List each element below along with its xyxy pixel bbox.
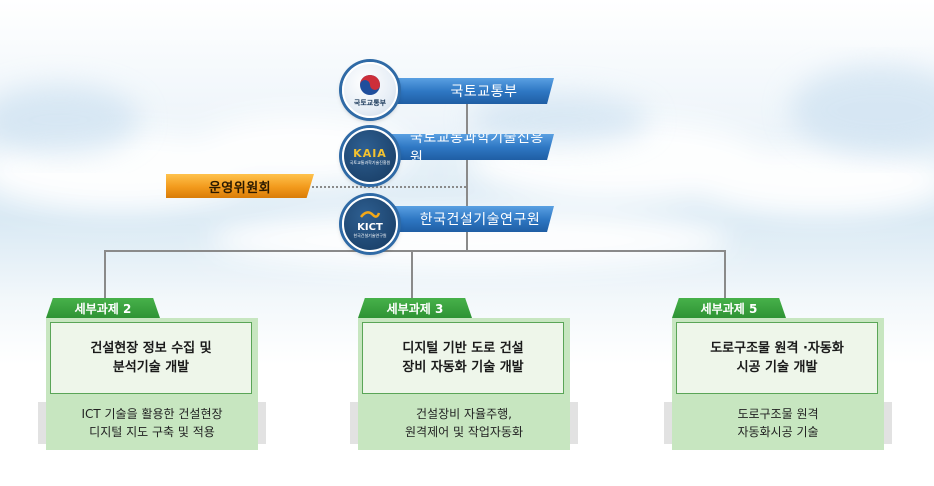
- agency-banner: 국토교통과학기술진흥원: [380, 134, 554, 160]
- taegeuk-icon: [360, 74, 380, 95]
- task-tab-3: 세부과제 5: [672, 298, 786, 318]
- ministry-label: 국토교통부: [450, 84, 518, 100]
- task-desc-1: ICT 기술을 활용한 건설현장 디지털 지도 구축 및 적용: [46, 402, 258, 444]
- connector-task-1: [104, 250, 106, 298]
- ministry-logo-text: 국토교통부: [353, 98, 387, 107]
- institute-logo-text: KICT: [357, 222, 383, 233]
- connector-task-3: [724, 250, 726, 298]
- task-title-1: 건설현장 정보 수집 및 분석기술 개발: [50, 322, 252, 394]
- agency-logo-subtext: 국토교통과학기술진흥원: [349, 160, 391, 165]
- connector-vertical-main: [466, 96, 468, 252]
- task-title-2: 디지털 기반 도로 건설 장비 자동화 기술 개발: [362, 322, 564, 394]
- committee-banner: 운영위원회: [166, 174, 314, 198]
- connector-horizontal: [104, 250, 726, 252]
- task-desc-3: 도로구조물 원격 자동화시공 기술: [672, 402, 884, 444]
- task-tab-3-label: 세부과제 5: [700, 301, 758, 316]
- task-tab-2-label: 세부과제 3: [386, 301, 444, 316]
- ministry-banner: 국토교통부: [380, 78, 554, 104]
- institute-banner: 한국건설기술연구원: [380, 206, 554, 232]
- institute-label: 한국건설기술연구원: [419, 212, 541, 228]
- institute-logo-subtext: 한국건설기술연구원: [353, 233, 387, 238]
- task-desc-2: 건설장비 자율주행, 원격제어 및 작업자동화: [358, 402, 570, 444]
- agency-logo-text: KAIA: [353, 147, 387, 160]
- task-tab-1-label: 세부과제 2: [74, 301, 132, 316]
- ministry-logo: 국토교통부: [342, 62, 398, 118]
- agency-logo: KAIA 국토교통과학기술진흥원: [342, 128, 398, 184]
- task-tab-2: 세부과제 3: [358, 298, 472, 318]
- task-title-3: 도로구조물 원격 ·자동화 시공 기술 개발: [676, 322, 878, 394]
- connector-task-2: [411, 250, 413, 298]
- institute-logo: KICT 한국건설기술연구원: [342, 196, 398, 252]
- agency-label: 국토교통과학기술진흥원: [410, 130, 544, 166]
- kict-swoosh-icon: [360, 211, 381, 218]
- connector-committee-dotted: [312, 186, 466, 188]
- task-tab-1: 세부과제 2: [46, 298, 160, 318]
- committee-label: 운영위원회: [208, 180, 272, 196]
